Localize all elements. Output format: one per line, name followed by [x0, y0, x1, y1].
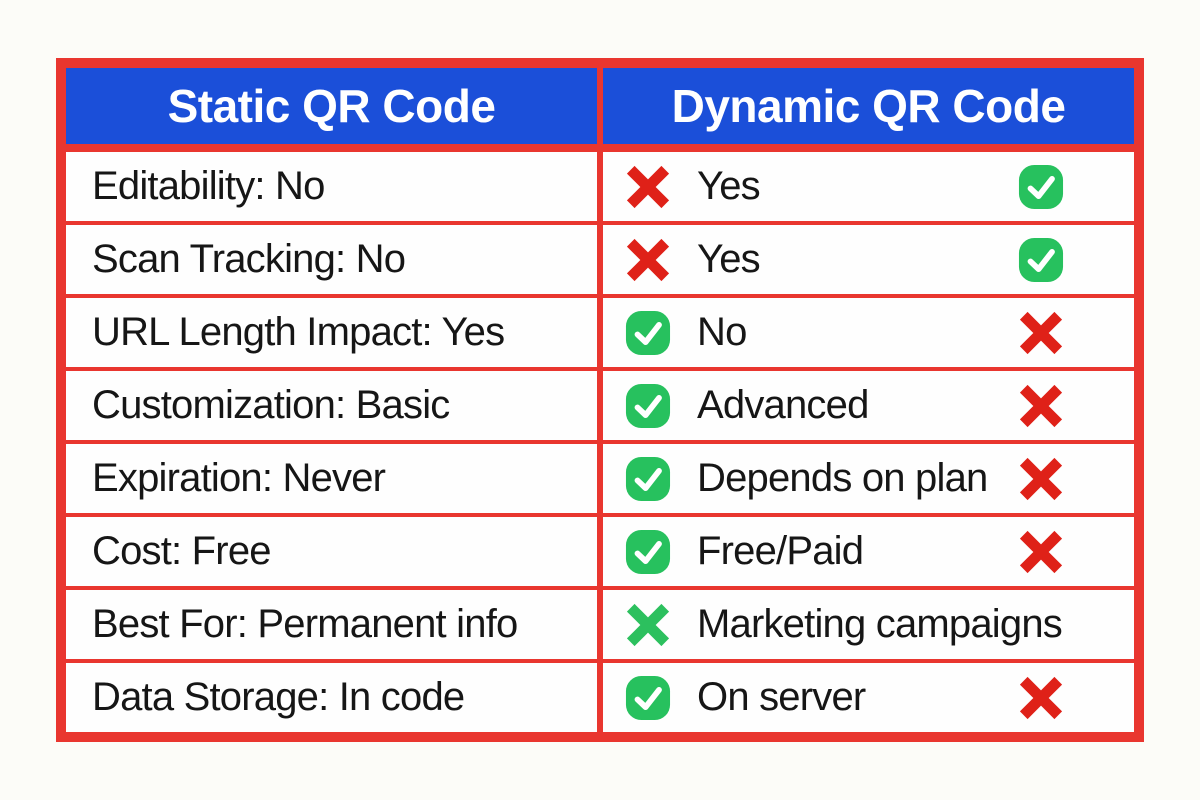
- dynamic-cell: Marketing campaigns: [603, 590, 1134, 659]
- static-cell: Scan Tracking: No: [66, 225, 597, 294]
- dynamic-value: Yes: [697, 237, 761, 281]
- check-icon: [625, 456, 671, 501]
- check-icon: [625, 310, 671, 355]
- check-icon: [625, 529, 671, 574]
- dynamic-cell: Advanced: [603, 371, 1134, 440]
- check-icon: [1018, 237, 1064, 282]
- dynamic-value: On server: [697, 675, 866, 719]
- static-cell: Customization: Basic: [66, 371, 597, 440]
- table-row: Customization: Basic Advanced: [66, 371, 1134, 440]
- dynamic-cell: Yes: [603, 225, 1134, 294]
- static-label: Data Storage: In code: [92, 675, 465, 719]
- table-row: URL Length Impact: Yes No: [66, 298, 1134, 367]
- column-divider: [597, 152, 603, 221]
- table-row: Expiration: Never Depends on plan: [66, 444, 1134, 513]
- static-cell: URL Length Impact: Yes: [66, 298, 597, 367]
- dynamic-value: Yes: [697, 164, 761, 208]
- table-row: Scan Tracking: No Yes: [66, 225, 1134, 294]
- check-icon: [625, 383, 671, 428]
- comparison-table: Static QR Code Dynamic QR Code Editabili…: [56, 58, 1144, 742]
- column-divider: [597, 68, 603, 152]
- dynamic-value: No: [697, 310, 747, 354]
- dynamic-cell: No: [603, 298, 1134, 367]
- cross-icon: [626, 603, 670, 646]
- cross-icon: [1019, 530, 1063, 573]
- static-cell: Cost: Free: [66, 517, 597, 586]
- static-label: Customization: Basic: [92, 383, 450, 427]
- static-label: URL Length Impact: Yes: [92, 310, 505, 354]
- column-divider: [597, 225, 603, 294]
- column-divider: [597, 663, 603, 732]
- dynamic-cell: Free/Paid: [603, 517, 1134, 586]
- check-icon: [1018, 164, 1064, 209]
- dynamic-value: Free/Paid: [697, 529, 864, 573]
- column-header-static-label: Static QR Code: [167, 80, 496, 132]
- table-row: Editability: No Yes: [66, 152, 1134, 221]
- column-divider: [597, 590, 603, 659]
- cross-icon: [1019, 384, 1063, 427]
- column-header-dynamic: Dynamic QR Code: [603, 68, 1134, 144]
- cross-icon: [1019, 457, 1063, 500]
- column-divider: [597, 517, 603, 586]
- table-row: Data Storage: In code On server: [66, 663, 1134, 732]
- static-label: Best For: Permanent info: [92, 602, 518, 646]
- static-cell: Data Storage: In code: [66, 663, 597, 732]
- cross-icon: [1019, 676, 1063, 719]
- dynamic-value: Advanced: [697, 383, 869, 427]
- column-divider: [597, 371, 603, 440]
- static-label: Cost: Free: [92, 529, 272, 573]
- dynamic-cell: On server: [603, 663, 1134, 732]
- dynamic-cell: Yes: [603, 152, 1134, 221]
- static-label: Expiration: Never: [92, 456, 386, 500]
- table-row: Best For: Permanent info Marketing campai…: [66, 590, 1134, 659]
- column-header-static: Static QR Code: [66, 68, 597, 144]
- table-row: Cost: Free Free/Paid: [66, 517, 1134, 586]
- check-icon: [625, 675, 671, 720]
- dynamic-cell: Depends on plan: [603, 444, 1134, 513]
- column-divider: [597, 444, 603, 513]
- static-cell: Expiration: Never: [66, 444, 597, 513]
- static-cell: Best For: Permanent info: [66, 590, 597, 659]
- column-header-dynamic-label: Dynamic QR Code: [671, 80, 1066, 132]
- static-label: Scan Tracking: No: [92, 237, 406, 281]
- static-cell: Editability: No: [66, 152, 597, 221]
- column-divider: [597, 298, 603, 367]
- cross-icon: [626, 238, 670, 281]
- cross-icon: [626, 165, 670, 208]
- cross-icon: [1019, 311, 1063, 354]
- dynamic-value: Depends on plan: [697, 456, 988, 500]
- static-label: Editability: No: [92, 164, 325, 208]
- dynamic-value: Marketing campaigns: [697, 602, 1063, 646]
- table-header: Static QR Code Dynamic QR Code: [66, 68, 1134, 152]
